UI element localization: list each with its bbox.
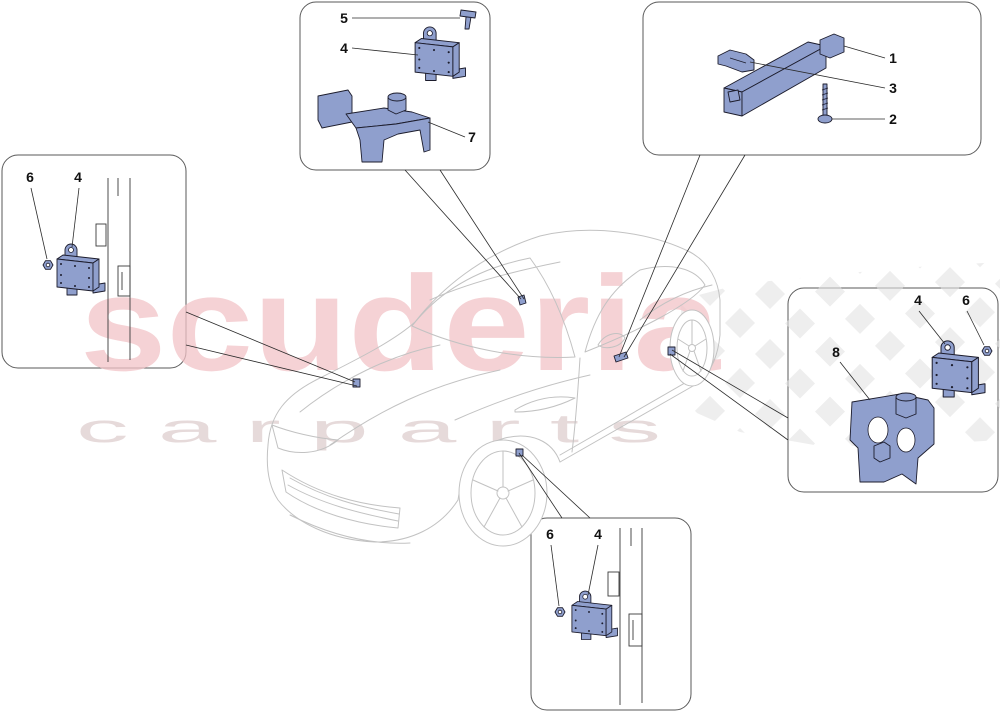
callout-label-5[interactable]: 5 <box>340 10 348 26</box>
callout-label-2[interactable]: 2 <box>889 111 897 127</box>
flag-cell <box>695 395 725 426</box>
flag-cell <box>965 262 995 268</box>
callout-label-4[interactable]: 4 <box>340 40 348 56</box>
flag-cell <box>680 423 695 446</box>
callout-label-1[interactable]: 1 <box>889 50 897 66</box>
callout-label-6[interactable]: 6 <box>962 292 970 308</box>
flag-cell <box>695 456 725 486</box>
callout-right-parts: 4 6 8 <box>832 292 993 485</box>
callout-box-top-center <box>299 1 491 171</box>
flag-cell <box>755 338 785 369</box>
callout-top-right-parts: 1 3 2 <box>717 33 897 127</box>
flag-cell <box>905 262 935 269</box>
callout-label-4[interactable]: 4 <box>74 169 82 185</box>
flag-cell <box>845 262 875 274</box>
flag-cell <box>785 262 815 279</box>
sensor-marker-front-wheel <box>515 448 524 457</box>
flag-cell <box>725 368 755 399</box>
windshield <box>411 257 576 358</box>
sensor-markers <box>352 294 676 457</box>
clip-3[interactable] <box>717 49 755 73</box>
callout-left-parts: 6 4 <box>26 169 131 362</box>
callout-label-6[interactable]: 6 <box>546 526 554 542</box>
callout-label-4[interactable]: 4 <box>914 292 922 308</box>
nut-6[interactable] <box>981 346 993 356</box>
bolt-5[interactable] <box>459 9 477 30</box>
car-outline <box>266 229 721 547</box>
flag-cell <box>755 459 785 489</box>
rear-wheel <box>669 309 715 387</box>
front-grille <box>281 469 401 529</box>
flag-cell <box>725 428 755 446</box>
callout-label-6[interactable]: 6 <box>26 169 34 185</box>
callout-label-4[interactable]: 4 <box>594 526 602 542</box>
pillar-outline <box>95 178 131 362</box>
callout-box-top-right <box>642 1 982 156</box>
flag-cell <box>725 262 755 279</box>
callout-label-3[interactable]: 3 <box>889 80 897 96</box>
callout-leaders <box>185 154 789 519</box>
callout-top-center-parts: 5 4 7 <box>317 9 477 163</box>
side-mirror <box>597 333 626 349</box>
callout-label-8[interactable]: 8 <box>832 344 840 360</box>
pillar-outline <box>607 528 643 705</box>
bracket-8[interactable] <box>849 392 935 485</box>
bracket-7[interactable] <box>317 89 431 163</box>
flag-cell <box>725 308 755 339</box>
front-wheel <box>458 439 548 547</box>
nut-6[interactable] <box>42 260 54 270</box>
screw-2[interactable] <box>817 83 833 124</box>
callout-label-7[interactable]: 7 <box>468 129 476 145</box>
sensor-marker-door <box>613 351 629 363</box>
sensor-marker-hood <box>352 378 361 388</box>
headlight <box>271 424 339 453</box>
side-window <box>584 266 706 353</box>
flag-cell <box>755 278 785 309</box>
fender-vent <box>514 396 576 413</box>
nut-6[interactable] <box>554 607 566 617</box>
callout-bottom-parts: 6 4 <box>546 526 643 705</box>
flag-cell <box>995 268 1000 299</box>
